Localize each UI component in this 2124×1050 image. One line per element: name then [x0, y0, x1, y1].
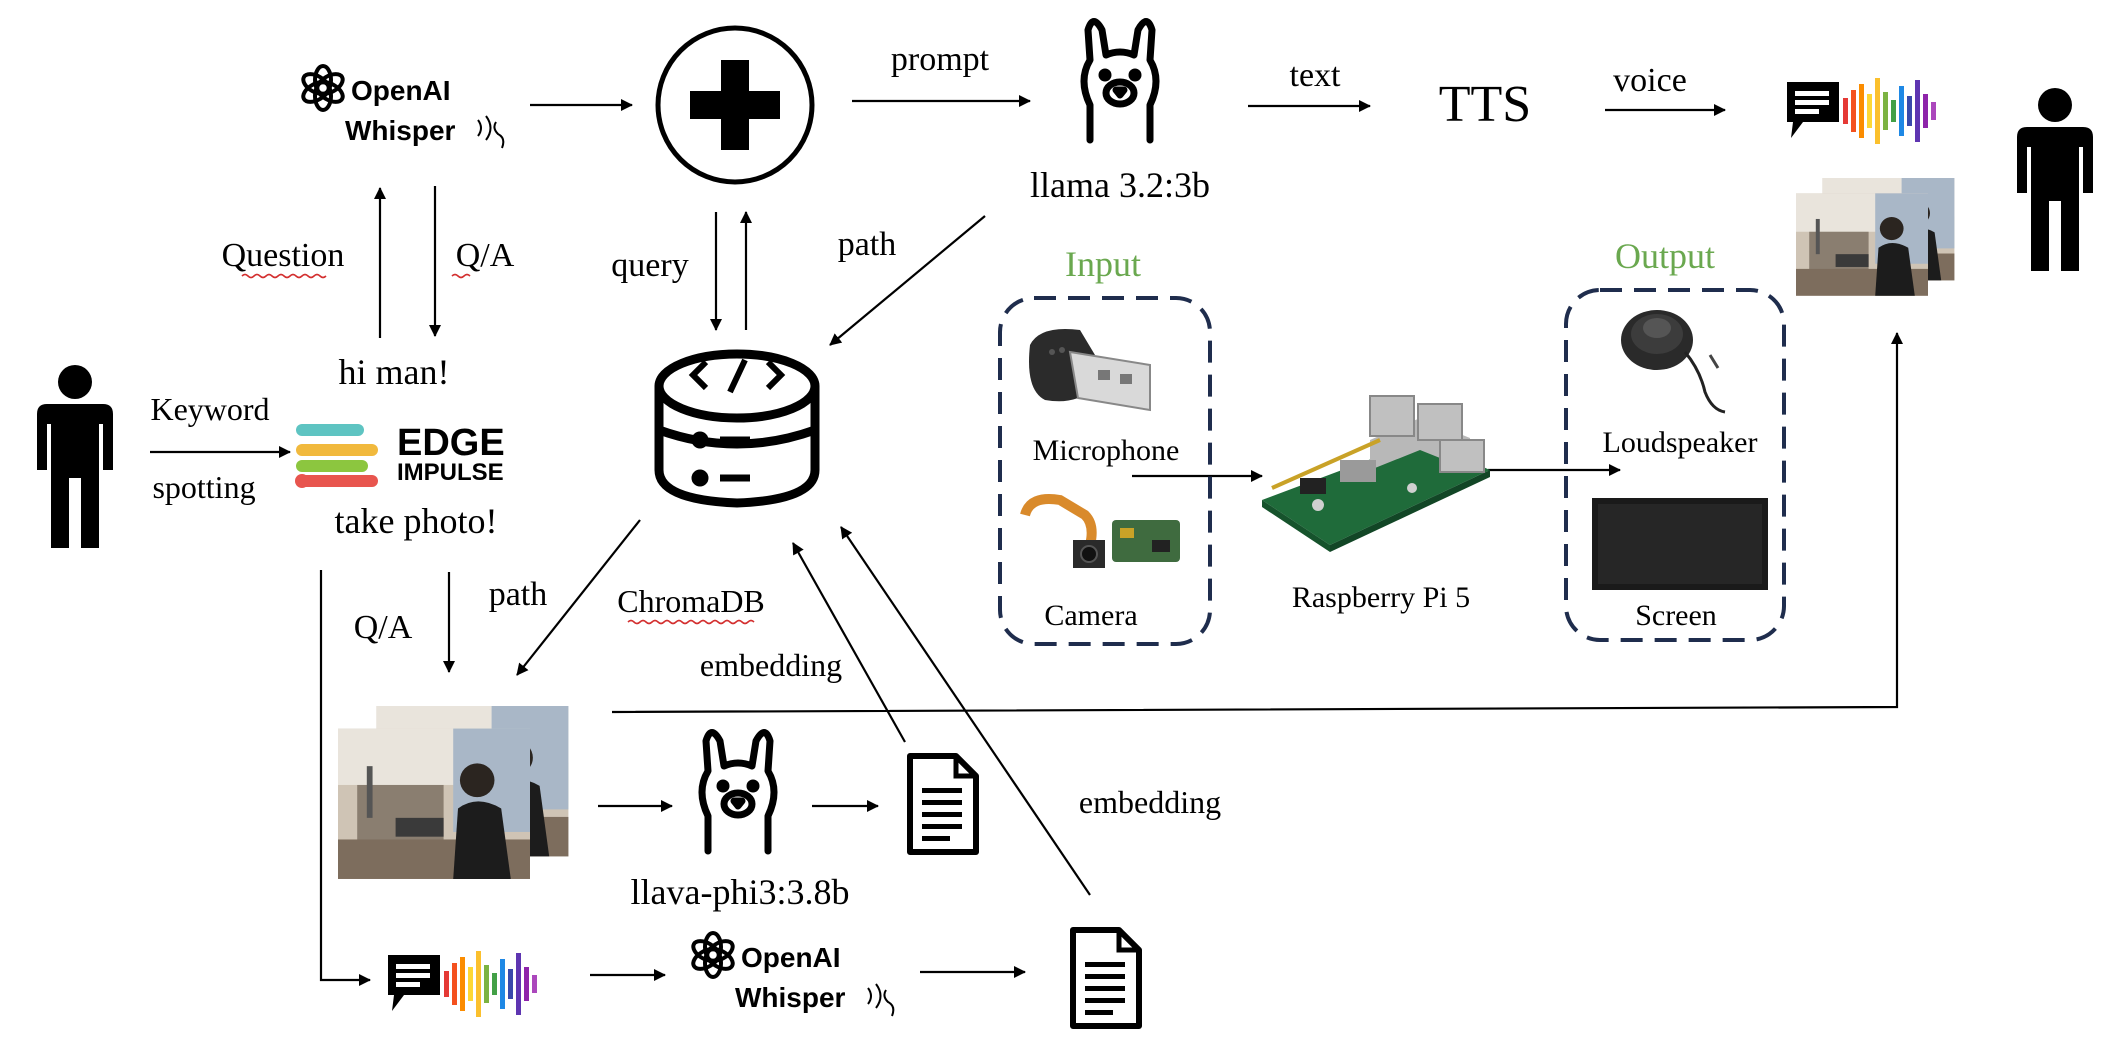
impulse-wordmark: IMPULSE — [397, 459, 504, 486]
llama-model-label: llama 3.2:3b — [1030, 165, 1210, 205]
voice-waveform-icon-top — [1787, 78, 1936, 144]
edge-label-embedding-right: embedding — [1079, 784, 1221, 820]
whisper-speaking-icon — [477, 115, 505, 149]
input-dashed-box — [998, 296, 1212, 646]
openai-wordmark: OpenAI — [351, 75, 451, 106]
llama-icon-llava — [702, 733, 774, 852]
chromadb-spellcheck-underline — [627, 619, 755, 625]
arrow-photo-to-user — [611, 332, 1903, 714]
wake-word-take-photo: take photo! — [335, 501, 498, 541]
raspberry-pi-label: Raspberry Pi 5 — [1292, 581, 1470, 614]
plus-circle-icon — [655, 25, 815, 185]
edge-label-query: query — [611, 247, 688, 284]
edge-label-keyword: Keyword — [150, 391, 269, 427]
edge-impulse-logo: EDGE IMPULSE — [295, 422, 505, 488]
arrow-takephoto-to-voice — [319, 570, 371, 986]
qa-spellcheck-underline — [451, 273, 471, 279]
edge-label-path-top: path — [838, 226, 897, 263]
photo-icon-bottom — [338, 706, 568, 879]
output-group-label: Output — [1615, 236, 1715, 276]
usb-microphone-icon — [1029, 329, 1151, 412]
connectors — [150, 95, 1903, 986]
edge-label-embedding-left: embedding — [700, 647, 842, 683]
whisper-speaking-icon-bottom — [867, 983, 895, 1017]
document-icon-bottom — [1073, 930, 1139, 1026]
wake-word-hi-man: hi man! — [339, 352, 450, 392]
edge-label-qa-bottom: Q/A — [354, 609, 413, 646]
screen-icon — [1592, 498, 1768, 590]
input-group-label: Input — [1065, 244, 1141, 284]
photo-icon-top — [1796, 178, 1954, 296]
edge-label-text: text — [1290, 57, 1342, 94]
arrow-bottom-doc-embedding-to-db — [840, 526, 1091, 896]
arrow-db-path-to-photo — [516, 519, 641, 676]
openai-logo-bottom-icon — [687, 931, 739, 979]
whisper-wordmark: Whisper — [345, 115, 456, 146]
llama-icon-top — [1084, 22, 1156, 141]
voice-waveform-icon-bottom — [388, 951, 537, 1017]
document-icon-middle — [910, 756, 976, 852]
camera-label: Camera — [1044, 599, 1137, 632]
llava-model-label: llava-phi3:3.8b — [631, 872, 850, 912]
database-code-icon — [654, 349, 820, 508]
arrow-llama-path-to-db — [829, 215, 986, 346]
openai-whisper-logo-bottom: OpenAI Whisper — [687, 931, 895, 1017]
whisper-wordmark-bottom: Whisper — [735, 982, 846, 1013]
edge-label-prompt: prompt — [891, 41, 990, 78]
tts-label: TTS — [1439, 76, 1531, 133]
openai-whisper-logo-top: OpenAI Whisper — [297, 64, 505, 149]
user-person-icon — [37, 365, 113, 548]
edge-label-path-bottom: path — [489, 576, 548, 613]
camera-module-icon — [1020, 494, 1180, 568]
chromadb-label: ChromaDB — [617, 583, 765, 619]
edge-label-voice: voice — [1613, 62, 1687, 99]
edge-label-question: Question — [222, 237, 345, 274]
openai-logo-icon — [297, 64, 349, 112]
microphone-label: Microphone — [1033, 434, 1180, 467]
edge-wordmark: EDGE — [397, 422, 505, 464]
screen-label: Screen — [1635, 599, 1717, 632]
raspberry-pi-board-icon — [1262, 395, 1490, 552]
arrow-doc-embedding-to-db — [792, 542, 906, 743]
listener-person-icon — [2017, 88, 2093, 271]
edge-label-spotting: spotting — [152, 469, 255, 505]
question-spellcheck-underline — [241, 273, 327, 279]
loudspeaker-label: Loudspeaker — [1603, 426, 1758, 459]
edge-label-qa-top: Q/A — [456, 237, 515, 274]
loudspeaker-icon — [1621, 310, 1726, 414]
openai-wordmark-bottom: OpenAI — [741, 942, 841, 973]
output-dashed-box — [1564, 288, 1786, 642]
